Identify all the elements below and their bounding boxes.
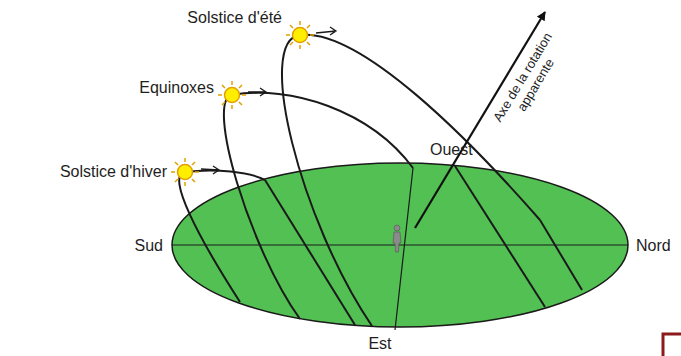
cardinal-label: Est (368, 335, 391, 353)
direction-arrow (201, 166, 219, 174)
horizon-plane (172, 163, 628, 327)
sun-symbol (171, 158, 199, 186)
cardinal-label: Sud (135, 237, 163, 255)
cardinal-label: Ouest (430, 141, 473, 159)
season-label: Solstice d'été (187, 9, 282, 27)
observer-figure (393, 225, 401, 252)
cardinal-label: Nord (636, 237, 671, 255)
season-label: Equinoxes (139, 79, 214, 97)
winter-sun-path (179, 170, 265, 302)
axis-label: Axe de la rotation apparente (486, 23, 572, 140)
direction-arrow (248, 88, 266, 96)
sun-symbol (286, 21, 314, 49)
rotation-axis-arrow (415, 12, 545, 228)
direction-arrow (316, 27, 336, 35)
equinox-sun-path (224, 93, 413, 319)
ground-trace (540, 220, 582, 290)
season-label: Solstice d'hiver (60, 163, 167, 181)
summer-sun-path (282, 35, 540, 326)
corner-fragment (663, 334, 681, 356)
sun-symbol (218, 81, 246, 109)
ground-trace (455, 166, 545, 307)
south-north-line (172, 244, 628, 245)
